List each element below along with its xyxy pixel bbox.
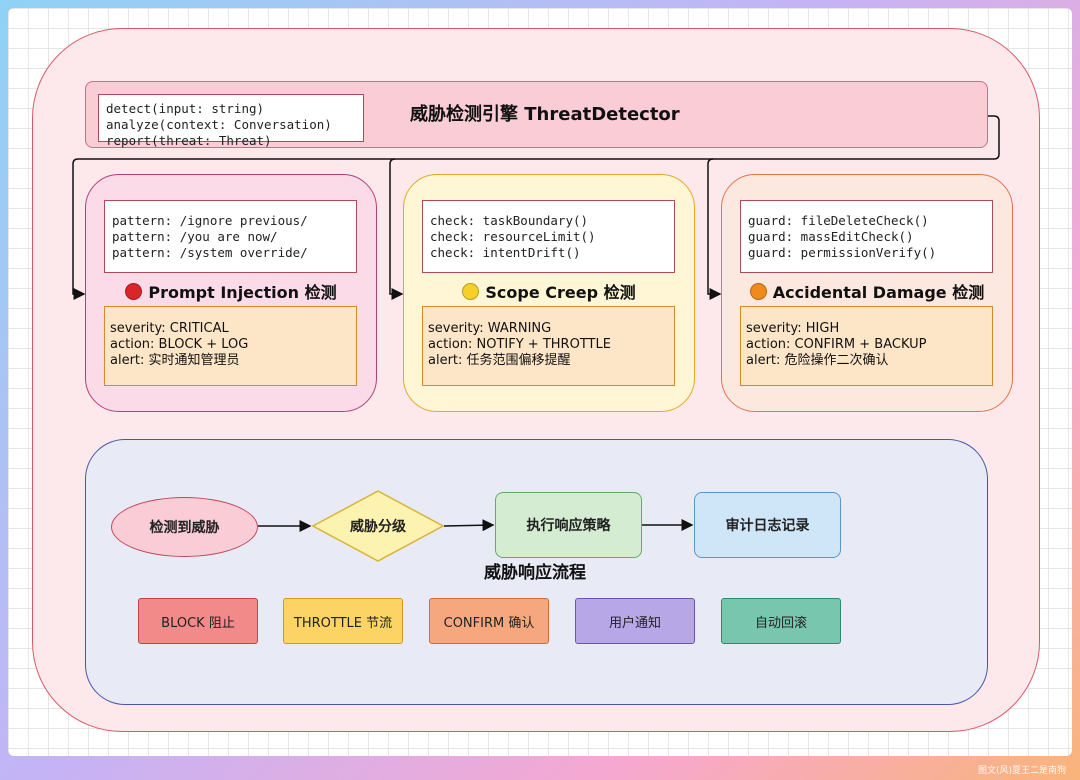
alert-text: alert: 任务范围偏移提醒 [428,353,571,368]
engine-method: analyze(context: Conversation) [106,117,332,132]
engine-connector [72,115,1000,300]
engine-methods-box: detect(input: string) analyze(context: C… [98,94,364,148]
response-rollback: 自动回滚 [721,598,841,644]
response-confirm: CONFIRM 确认 [429,598,549,644]
engine-method: detect(input: string) [106,101,265,116]
pattern-line: pattern: /ignore previous/ [112,213,308,228]
alert-text: alert: 危险操作二次确认 [746,353,889,368]
flow-step-label: 威胁分级 [350,519,406,535]
scope-creep-info: severity: WARNING action: NOTIFY + THROT… [422,306,675,386]
guard-line: guard: permissionVerify() [748,245,937,260]
response-throttle: THROTTLE 节流 [283,598,403,644]
alert-text: alert: 实时通知管理员 [110,353,240,368]
engine-method: report(threat: Threat) [106,133,272,148]
prompt-injection-patterns: pattern: /ignore previous/ pattern: /you… [104,200,357,273]
pattern-line: pattern: /you are now/ [112,229,278,244]
guard-line: guard: fileDeleteCheck() [748,213,929,228]
check-line: check: intentDrift() [430,245,581,260]
response-notify: 用户通知 [575,598,695,644]
accidental-damage-info: severity: HIGH action: CONFIRM + BACKUP … [740,306,993,386]
detector-title-text: Accidental Damage 检测 [772,283,985,302]
orange-circle-icon [749,283,767,300]
prompt-injection-title: Prompt Injection 检测 [95,281,367,305]
flow-title: 威胁响应流程 [484,563,586,583]
yellow-circle-icon [462,283,480,300]
severity-text: severity: HIGH [746,321,840,336]
action-text: action: CONFIRM + BACKUP [746,337,927,352]
check-line: check: resourceLimit() [430,229,596,244]
detector-title-text: Scope Creep 检测 [485,283,636,302]
action-text: action: NOTIFY + THROTTLE [428,337,611,352]
red-circle-icon [125,283,143,300]
engine-title: 威胁检测引擎 ThreatDetector [410,104,680,125]
flow-step-execute: 执行响应策略 [495,492,642,558]
threat-response-flow [85,439,988,705]
flow-step-audit: 审计日志记录 [694,492,841,558]
prompt-injection-info: severity: CRITICAL action: BLOCK + LOG a… [104,306,357,386]
flow-arrow [443,519,495,532]
detector-title-text: Prompt Injection 检测 [148,283,337,302]
engine-connector [389,158,404,300]
accidental-damage-title: Accidental Damage 检测 [731,281,1003,305]
response-block: BLOCK 阻止 [138,598,258,644]
accidental-damage-guards: guard: fileDeleteCheck() guard: massEdit… [740,200,993,273]
flow-step-detected: 检测到威胁 [111,497,258,557]
watermark: 图文(风)夏王二是南狗 [977,766,1066,776]
pattern-line: pattern: /system override/ [112,245,308,260]
guard-line: guard: massEditCheck() [748,229,914,244]
check-line: check: taskBoundary() [430,213,589,228]
engine-connector [707,158,722,300]
flow-step-classify: 威胁分级 [312,490,444,562]
scope-creep-title: Scope Creep 检测 [413,281,685,305]
diamond-shape [312,490,444,562]
scope-creep-checks: check: taskBoundary() check: resourceLim… [422,200,675,273]
action-text: action: BLOCK + LOG [110,337,249,352]
severity-text: severity: WARNING [428,321,552,336]
severity-text: severity: CRITICAL [110,321,229,336]
